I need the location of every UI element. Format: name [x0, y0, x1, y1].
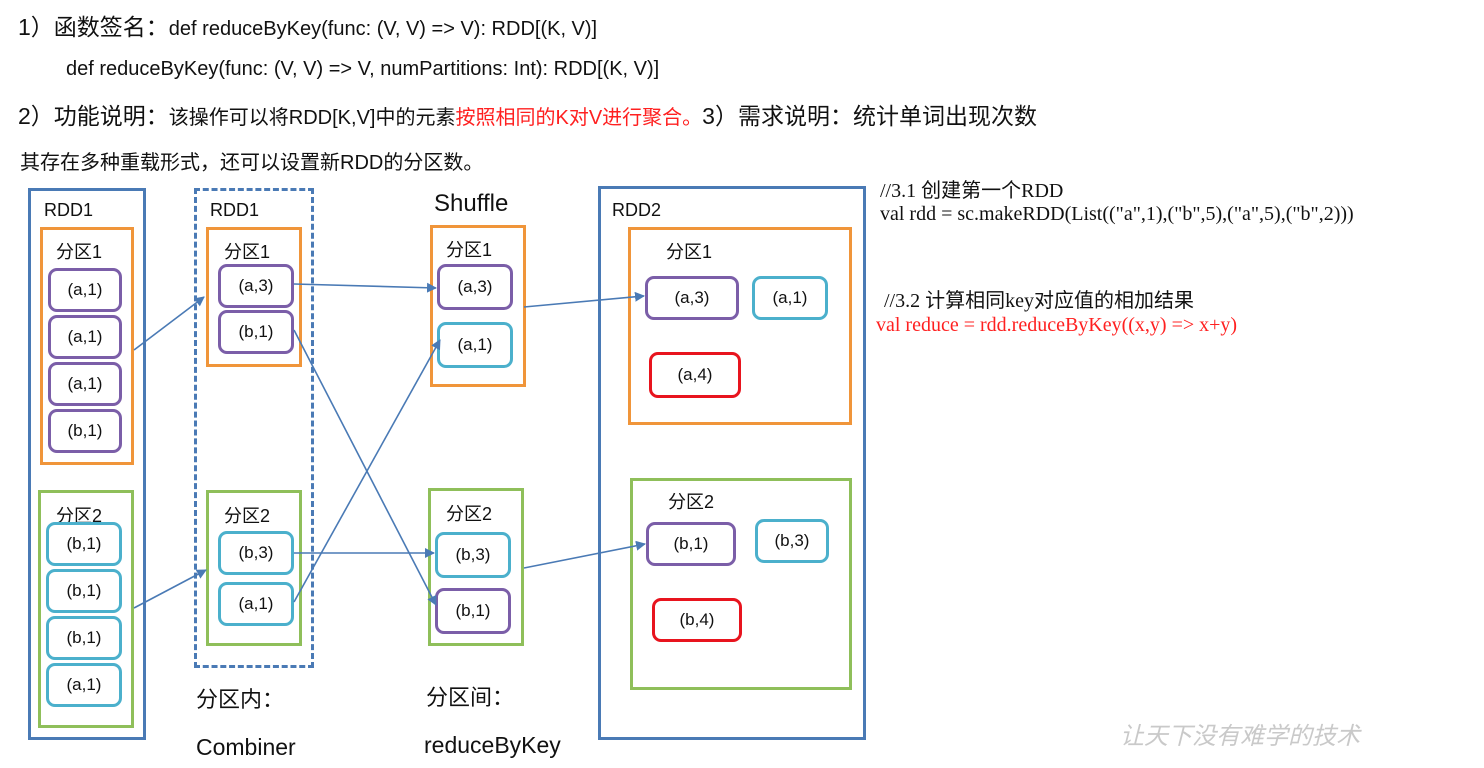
combiner-partition1-label: 分区1	[224, 242, 271, 262]
arrow	[293, 282, 437, 293]
rdd1-partition1-label: 分区1	[56, 242, 103, 262]
rdd1-combiner-box	[194, 188, 314, 668]
arrow	[523, 540, 646, 569]
shuffle-partition1	[430, 225, 526, 387]
rdd2-p1-item: (a,1)	[752, 276, 828, 320]
rdd1-box	[28, 188, 146, 740]
header-line3: 2）功能说明：该操作可以将RDD[K,V]中的元素按照相同的K对V进行聚合。3）…	[18, 97, 1037, 131]
rdd1-p2-item: (b,1)	[46, 569, 122, 613]
rdd2-partition1-label: 分区1	[666, 242, 713, 262]
combiner-p2-item: (b,3)	[218, 531, 294, 575]
rdd2-box	[598, 186, 866, 740]
rdd2-partition2	[630, 478, 852, 690]
combiner-partition1	[206, 227, 302, 367]
rdd2-p2-item: (b,3)	[755, 519, 829, 563]
rdd2-p2-item: (b,1)	[646, 522, 736, 566]
shuffle-p2-item: (b,3)	[435, 532, 511, 578]
signature-code-2: def reduceByKey(func: (V, V) => V, numPa…	[66, 58, 660, 80]
footer-between-partitions: 分区间：	[426, 685, 515, 710]
footer-reducebykey: reduceByKey	[424, 732, 561, 758]
shuffle-label: Shuffle	[434, 190, 509, 217]
combiner-p2-item: (a,1)	[218, 582, 294, 626]
rdd2-p1-item: (a,3)	[645, 276, 739, 320]
rdd1-p1-item: (a,1)	[48, 362, 122, 406]
arrow	[133, 296, 205, 351]
rdd1-p2-item: (b,1)	[46, 522, 122, 566]
rdd1-partition2	[38, 490, 134, 728]
header-line1: 1）函数签名：def reduceByKey(func: (V, V) => V…	[18, 8, 597, 42]
arrow	[293, 329, 437, 606]
code-comment-2: //3.2 计算相同key对应值的相加结果	[884, 290, 1194, 312]
shuffle-p1-item: (a,3)	[437, 264, 513, 310]
requirement-text: 3）需求说明：统计单词出现次数	[702, 103, 1037, 129]
function-label: 2）功能说明：	[18, 103, 169, 129]
rdd1-label: RDD1	[44, 200, 94, 220]
rdd2-partition1	[628, 227, 852, 425]
code-comment-1: //3.1 创建第一个RDD	[880, 180, 1064, 202]
combiner-partition2	[206, 490, 302, 646]
combiner-partition2-label: 分区2	[224, 506, 271, 526]
watermark-text: 让天下没有难学的技术	[1120, 722, 1360, 750]
footer-combiner: Combiner	[196, 734, 296, 760]
code-line-1: val rdd = sc.makeRDD(List(("a",1),("b",5…	[880, 203, 1354, 225]
function-desc-highlight: 按照相同的K对V进行聚合。	[455, 107, 703, 129]
rdd1-combiner-label: RDD1	[210, 200, 260, 220]
rdd1-p1-item: (a,1)	[48, 268, 122, 312]
rdd1-p2-item: (a,1)	[46, 663, 122, 707]
rdd1-p1-item: (a,1)	[48, 315, 122, 359]
rdd1-partition1	[40, 227, 134, 465]
shuffle-p2-item: (b,1)	[435, 588, 511, 634]
code-line-2: val reduce = rdd.reduceByKey((x,y) => x+…	[876, 314, 1238, 336]
arrow	[293, 339, 441, 603]
signature-label: 1）函数签名：	[18, 14, 169, 40]
shuffle-partition2-label: 分区2	[446, 504, 493, 524]
shuffle-partition2	[428, 488, 524, 646]
shuffle-partition1-label: 分区1	[446, 240, 493, 260]
footer-within-partition: 分区内：	[196, 687, 285, 712]
rdd1-p1-item: (b,1)	[48, 409, 122, 453]
rdd1-p2-item: (b,1)	[46, 616, 122, 660]
signature-code-1: def reduceByKey(func: (V, V) => V): RDD[…	[168, 18, 598, 40]
overload-note: 其存在多种重载形式，还可以设置新RDD的分区数。	[20, 152, 484, 174]
arrow	[133, 569, 207, 609]
shuffle-p1-item: (a,1)	[437, 322, 513, 368]
rdd2-p1-result: (a,4)	[649, 352, 741, 398]
rdd2-p2-result: (b,4)	[652, 598, 742, 642]
arrow	[523, 291, 645, 308]
rdd2-label: RDD2	[612, 200, 662, 220]
rdd2-partition2-label: 分区2	[668, 492, 715, 512]
rdd1-partition2-label: 分区2	[56, 506, 103, 526]
function-desc: 该操作可以将RDD[K,V]中的元素	[168, 107, 456, 129]
combiner-p1-item: (a,3)	[218, 264, 294, 308]
combiner-p1-item: (b,1)	[218, 310, 294, 354]
